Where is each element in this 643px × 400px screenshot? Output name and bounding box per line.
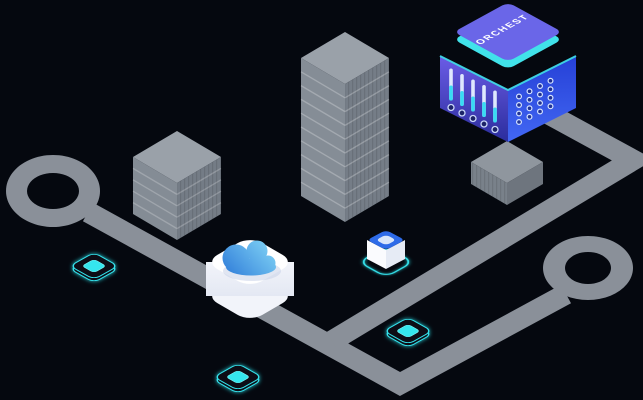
road-branch <box>326 102 643 350</box>
roundabout-left <box>6 155 101 228</box>
compute-node-cube <box>362 231 410 275</box>
server-box-small <box>471 141 543 205</box>
compute-node-left-face <box>367 240 386 269</box>
building-tall <box>300 32 390 222</box>
building-left-left-face <box>133 157 177 240</box>
orchest-lid: ORCHEST <box>457 4 559 68</box>
chip-core <box>397 324 419 338</box>
orchest-right-face <box>508 56 576 142</box>
building-tall-windows <box>345 58 389 222</box>
compute-node-right-face <box>386 240 405 269</box>
circuit-chip-middle <box>386 318 430 347</box>
circuit-chip-bottom <box>216 364 260 393</box>
orchest-body-top-edge <box>439 55 577 92</box>
orchest-server-cube: ORCHEST <box>439 4 577 142</box>
road-network <box>6 102 643 396</box>
roundabout-right <box>543 236 634 300</box>
compute-node-top-inset <box>377 235 395 245</box>
cloud-icon <box>222 240 276 276</box>
circuit-chip-left <box>72 253 116 282</box>
chip-core <box>83 259 105 273</box>
building-left-windows <box>177 157 221 240</box>
server-box-vents <box>471 162 507 205</box>
chip-core <box>227 370 249 384</box>
orchest-slot-meters <box>447 68 499 134</box>
road-main <box>82 202 572 396</box>
orchest-dot-grid <box>515 77 554 125</box>
server-box-right-face <box>507 162 543 205</box>
database-stack <box>206 240 294 318</box>
building-tall-left-face <box>301 58 345 222</box>
building-tall-floor-lines <box>300 71 390 209</box>
building-left <box>132 131 222 240</box>
building-left-floor-lines <box>132 167 222 230</box>
